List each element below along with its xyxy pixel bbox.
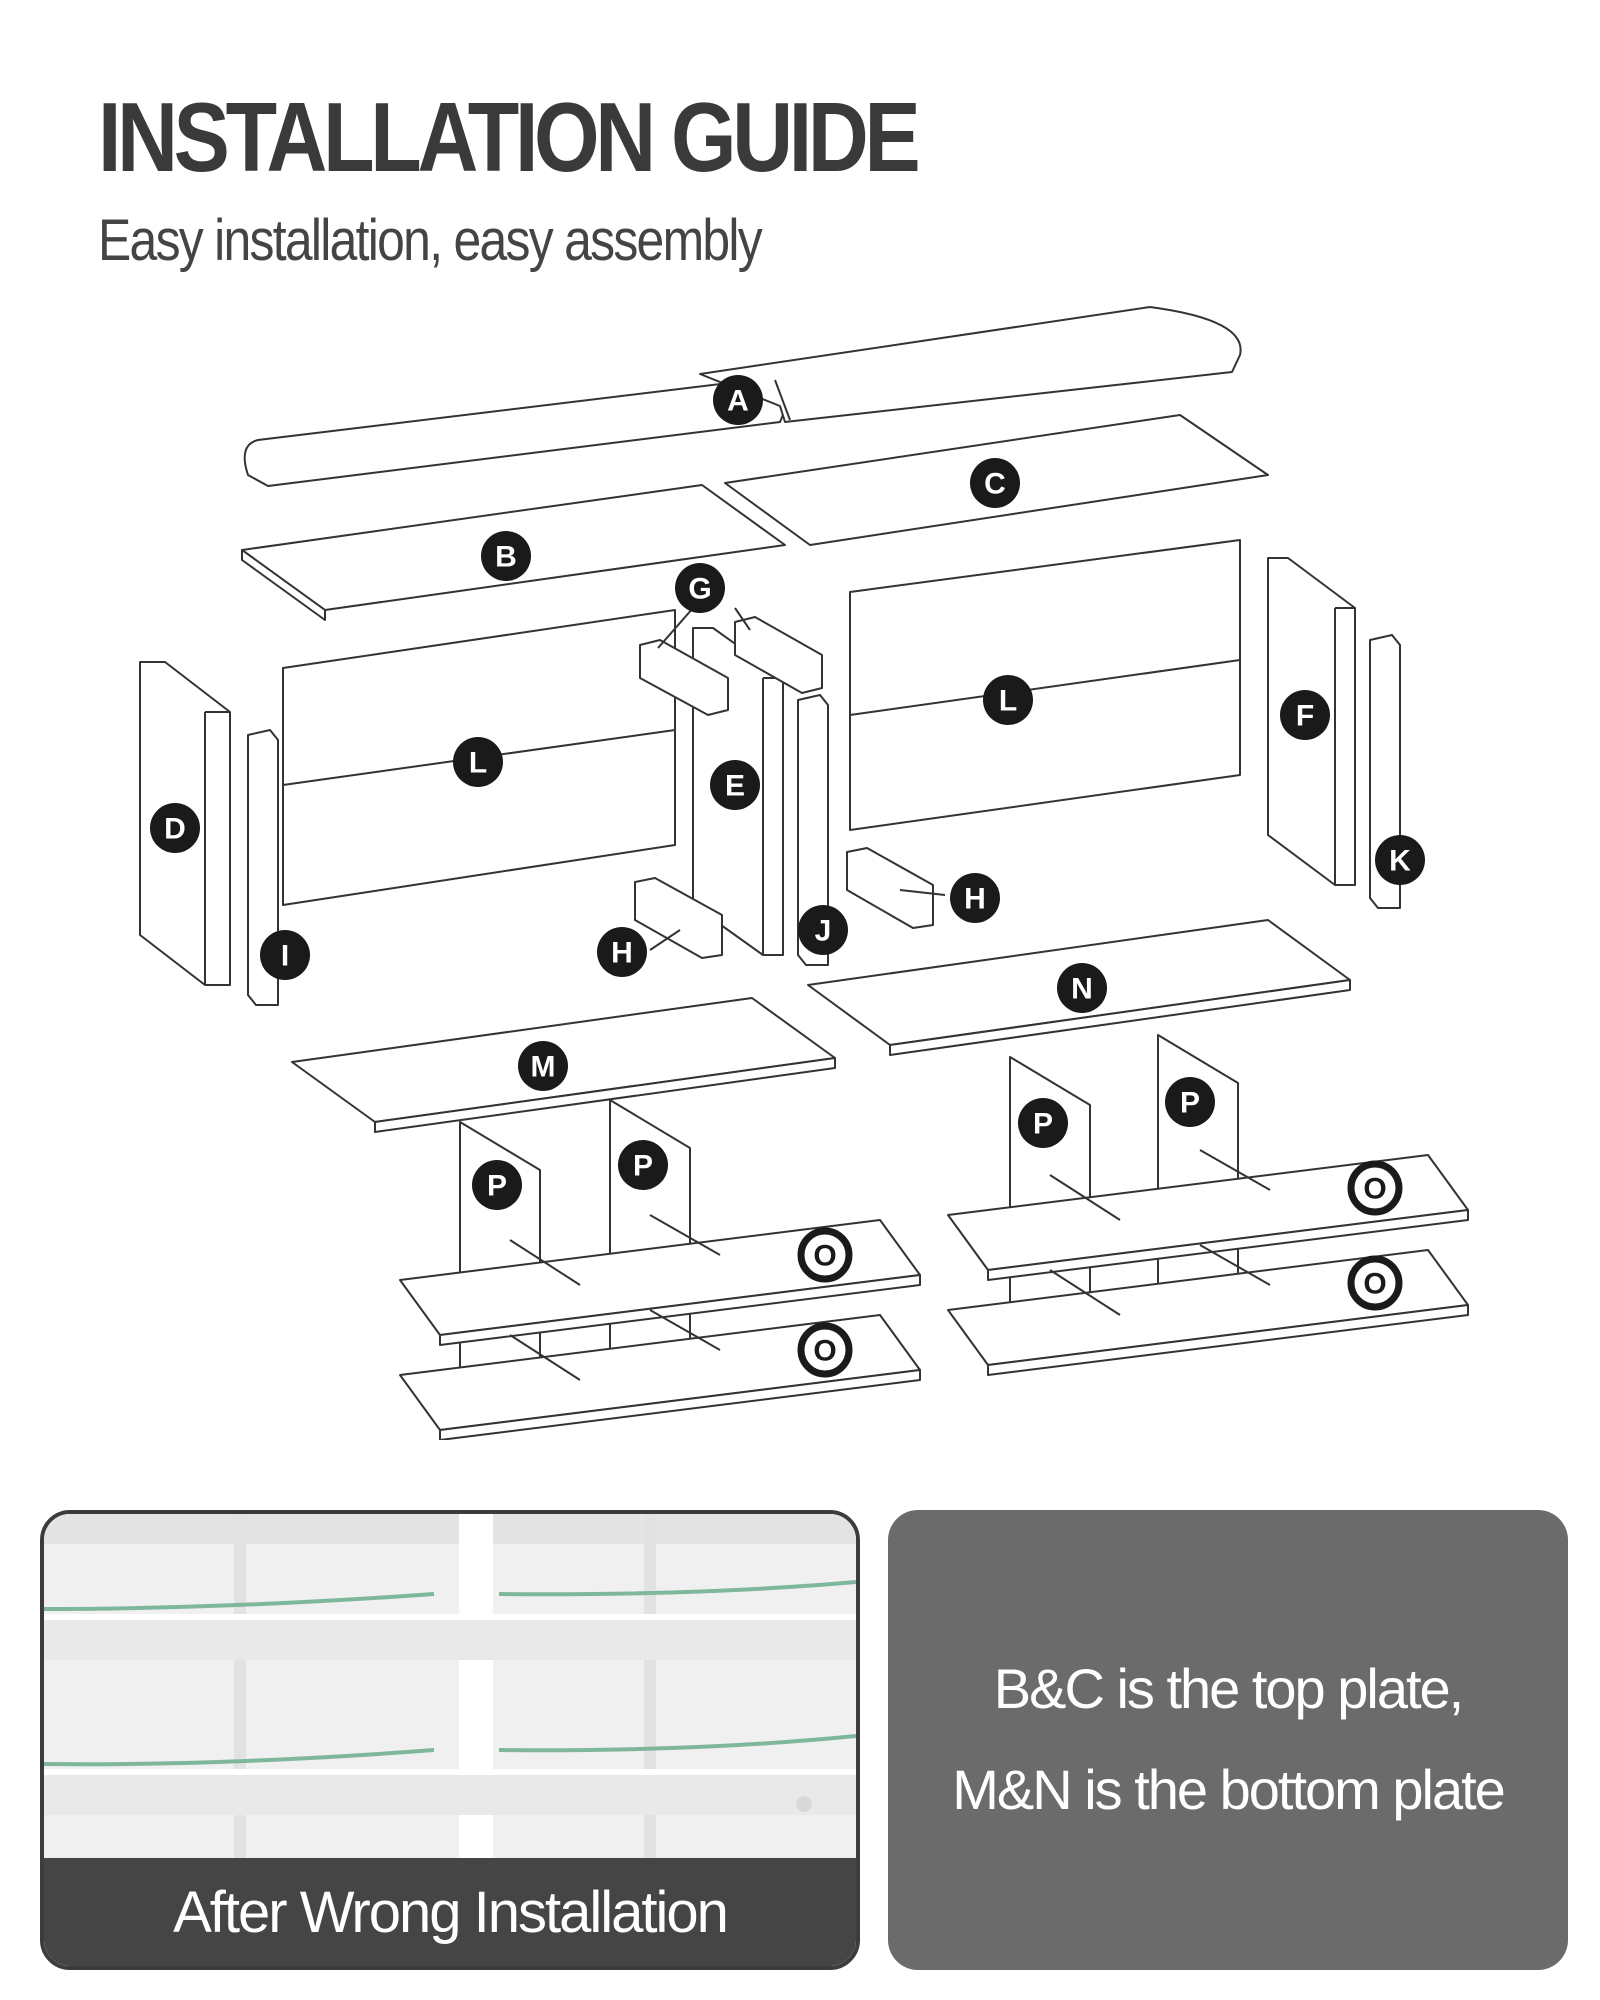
part-a-top-cover <box>243 306 1242 487</box>
plate-b-edge <box>241 549 326 621</box>
note-line-bottom-plate: M&N is the bottom plate <box>952 1758 1506 1821</box>
label-h-left: H <box>597 927 647 977</box>
plate-note-panel: B&C is the top plate, M&N is the bottom … <box>888 1510 1568 1970</box>
page-title: INSTALLATION GUIDE <box>98 82 921 192</box>
svg-text:F: F <box>1296 700 1314 733</box>
svg-text:A: A <box>727 385 749 418</box>
label-n: N <box>1057 963 1107 1013</box>
part-j-strip <box>797 694 829 966</box>
page-subtitle: Easy installation, easy assembly <box>98 208 763 273</box>
label-d: D <box>150 803 200 853</box>
photo-caption: After Wrong Installation <box>173 1879 729 1945</box>
part-h-blocks <box>634 847 946 959</box>
note-line-top-plate: B&C is the top plate, <box>993 1657 1465 1721</box>
svg-text:G: G <box>688 573 711 606</box>
svg-text:C: C <box>984 468 1006 501</box>
svg-text:O: O <box>813 1240 836 1273</box>
label-p-3: P <box>1018 1098 1068 1148</box>
svg-text:O: O <box>1363 1173 1386 1206</box>
photo-caption-bar: After Wrong Installation <box>44 1858 856 1966</box>
label-f: F <box>1280 690 1330 740</box>
svg-text:O: O <box>813 1335 836 1368</box>
label-b: B <box>481 531 531 581</box>
svg-text:P: P <box>1033 1108 1053 1141</box>
label-m: M <box>518 1041 568 1091</box>
label-p-4: P <box>1165 1077 1215 1127</box>
label-g: G <box>675 563 725 613</box>
svg-text:P: P <box>633 1150 653 1183</box>
svg-text:J: J <box>815 915 832 948</box>
label-l-right: L <box>983 675 1033 725</box>
label-a: A <box>713 375 763 425</box>
label-j: J <box>798 905 848 955</box>
label-o-2: O <box>797 1322 853 1378</box>
svg-text:H: H <box>964 883 986 916</box>
plate-m-edge <box>374 1057 836 1133</box>
svg-text:D: D <box>164 813 186 846</box>
label-o-4: O <box>1347 1255 1403 1311</box>
label-o-3: O <box>1347 1160 1403 1216</box>
label-c: C <box>970 458 1020 508</box>
label-k: K <box>1375 835 1425 885</box>
svg-text:P: P <box>1180 1087 1200 1120</box>
label-p-2: P <box>618 1140 668 1190</box>
svg-text:L: L <box>999 685 1017 718</box>
exploded-parts-diagram: A B C G L L D I E J H H F K N M P P P P … <box>139 306 1469 1440</box>
svg-text:O: O <box>1363 1268 1386 1301</box>
plate-n-edge <box>889 979 1351 1056</box>
svg-text:P: P <box>487 1170 507 1203</box>
label-o-1: O <box>797 1227 853 1283</box>
svg-text:E: E <box>725 770 745 803</box>
label-h-right: H <box>950 873 1000 923</box>
part-l-back-panel-right <box>849 539 1241 831</box>
shelf-assembly-right <box>947 1034 1469 1376</box>
label-e: E <box>710 760 760 810</box>
label-l-left: L <box>453 737 503 787</box>
label-p-1: P <box>472 1160 522 1210</box>
wrong-installation-photo-panel: After Wrong Installation <box>40 1510 860 1970</box>
svg-text:L: L <box>469 747 487 780</box>
svg-text:K: K <box>1389 845 1411 878</box>
label-i: I <box>260 930 310 980</box>
svg-text:H: H <box>611 937 633 970</box>
svg-text:N: N <box>1071 973 1093 1006</box>
svg-text:I: I <box>281 940 289 973</box>
svg-text:M: M <box>531 1051 556 1084</box>
svg-text:B: B <box>495 541 517 574</box>
